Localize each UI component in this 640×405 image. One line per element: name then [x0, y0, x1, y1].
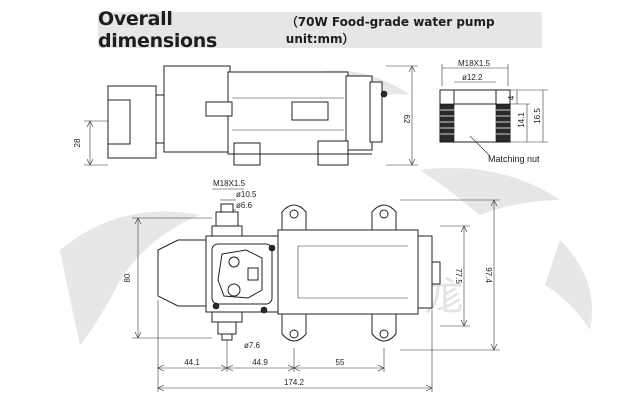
dim-44-1: 44.1 [184, 358, 200, 367]
dim-62: 62 [402, 115, 411, 124]
dia-inner-label: ø6.6 [236, 201, 253, 210]
dim-28: 28 [73, 138, 82, 147]
nut-dim-14-1: 14.1 [517, 112, 526, 128]
dim-77-5: 77.5 [454, 268, 463, 284]
side-view: 62 28 [73, 65, 418, 166]
dia-bottom-label: ø7.6 [244, 341, 261, 350]
page-subtitle: （70W Food-grade water pump unit:mm） [285, 15, 495, 46]
page-title: Overall dimensions [98, 8, 218, 52]
top-view: M18X1.5 ø10.5 ø6.6 ø7.6 [123, 179, 500, 392]
matching-nut-callout: Matching nut [488, 154, 540, 164]
dim-55: 55 [336, 358, 345, 367]
dim-174-2: 174.2 [284, 378, 305, 387]
nut-dim-4: 4 [507, 95, 516, 100]
dim-44-9: 44.9 [252, 358, 268, 367]
dia-outer-label: ø10.5 [236, 190, 257, 199]
thread-label: M18X1.5 [213, 179, 246, 188]
nut-thread-label: M18X1.5 [458, 59, 491, 68]
nut-dim-16-5: 16.5 [533, 108, 542, 124]
dim-80: 80 [123, 273, 132, 282]
nut-detail: M18X1.5 ø12.2 4 14.1 [439, 59, 548, 164]
dim-97-4: 97.4 [484, 267, 493, 283]
nut-inner-dia-label: ø12.2 [462, 73, 483, 82]
title-banner: Overall dimensions （70W Food-grade water… [98, 8, 542, 52]
nut-thread-hatch [439, 103, 511, 143]
